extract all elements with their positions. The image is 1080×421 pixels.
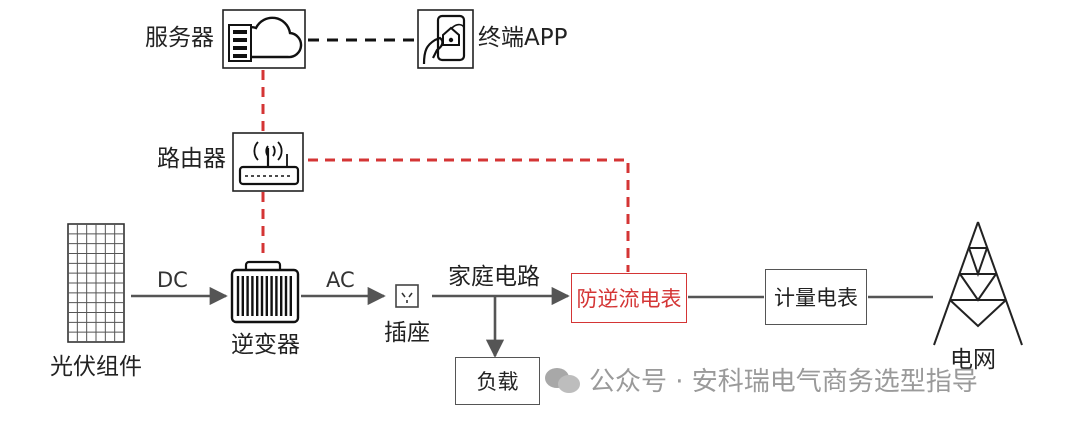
router-icon (232, 132, 304, 192)
grid-tower-icon (933, 221, 1023, 346)
watermark: 公众号 · 安科瑞电气商务选型指导 (545, 361, 978, 398)
ac-label: AC (326, 268, 355, 292)
load-box: 负载 (455, 357, 540, 405)
pv-label: 光伏组件 (50, 354, 142, 380)
app-label: 终端APP (478, 25, 568, 51)
grid-label: 电网 (950, 347, 996, 373)
dc-label: DC (157, 268, 188, 292)
metering-meter-box: 计量电表 (765, 269, 867, 325)
comm-lines (261, 70, 630, 272)
power-lines (131, 286, 933, 358)
home-circuit-label: 家庭电路 (448, 264, 540, 290)
socket-icon (395, 284, 419, 308)
anti-reverse-meter-box: 防逆流电表 (571, 273, 687, 323)
wechat-icon (545, 366, 583, 394)
router-label: 路由器 (157, 146, 226, 172)
inverter-label: 逆变器 (231, 332, 300, 358)
mobile-app-icon (417, 9, 474, 69)
inverter-icon (230, 260, 300, 324)
solar-panel-icon (67, 223, 125, 343)
server-label: 服务器 (145, 25, 214, 51)
socket-label: 插座 (384, 320, 430, 346)
server-icon (222, 9, 306, 69)
watermark-text: 公众号 · 安科瑞电气商务选型指导 (589, 367, 978, 397)
